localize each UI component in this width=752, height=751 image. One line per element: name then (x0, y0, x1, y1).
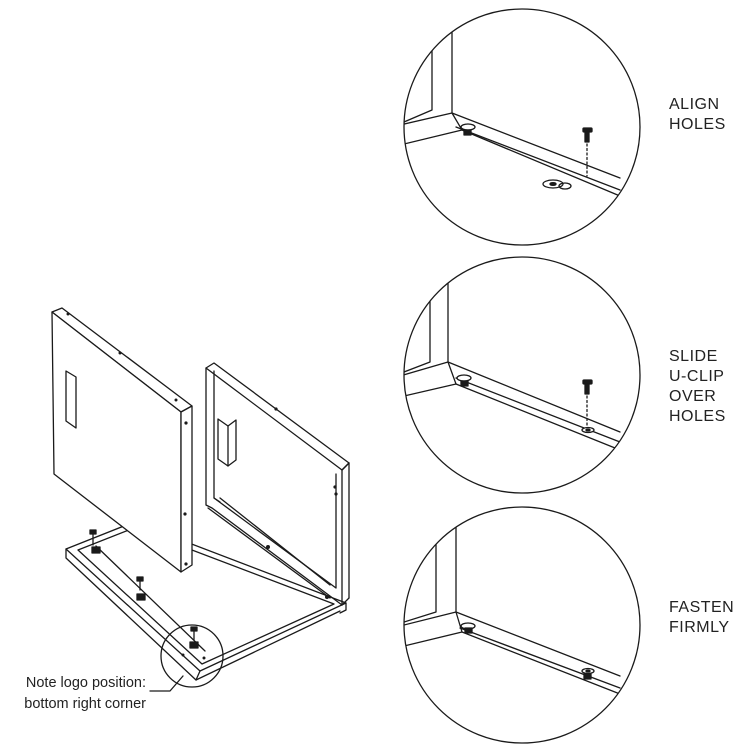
back-panel (205, 362, 350, 606)
base-frame (65, 521, 347, 681)
note-line-2: bottom right corner (24, 696, 146, 712)
note-leader-line (149, 675, 184, 692)
base-screws (89, 529, 206, 660)
step-1-line-2: HOLES (669, 116, 726, 133)
step-2-line-4: HOLES (669, 408, 726, 425)
note-line-1: Note logo position: (25, 675, 146, 691)
step-label-slide-u-clip: SLIDE U-CLIP OVER HOLES (669, 347, 726, 427)
logo-position-note: Note logo position: bottom right corner (2, 673, 146, 715)
detail-align-holes (403, 8, 641, 246)
detail-fasten-firmly (403, 506, 641, 744)
logo-detail-circle (160, 624, 224, 688)
step-1-line-1: ALIGN (669, 96, 720, 113)
step-label-fasten-firmly: FASTEN FIRMLY (669, 598, 734, 638)
step-2-line-2: U-CLIP (669, 368, 725, 385)
step-2-line-3: OVER (669, 388, 717, 405)
step-2-line-1: SLIDE (669, 348, 718, 365)
step-3-line-2: FIRMLY (669, 619, 730, 636)
detail-slide-u-clip (403, 256, 641, 494)
drawer-assembly (51, 307, 350, 692)
step-label-align-holes: ALIGN HOLES (669, 95, 726, 135)
step-3-line-1: FASTEN (669, 599, 735, 616)
front-panel (51, 307, 193, 573)
